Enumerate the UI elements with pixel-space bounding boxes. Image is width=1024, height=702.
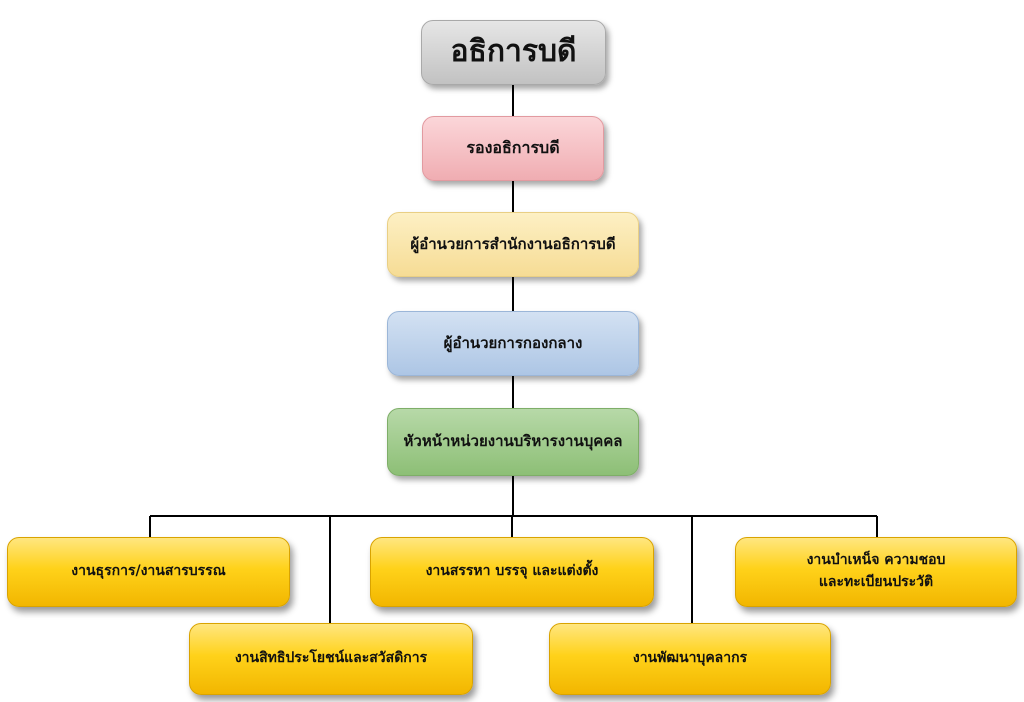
org-unit-general-admin: งานธุรการ/งานสารบรรณ bbox=[7, 537, 290, 607]
org-box-label: งานพัฒนาบุคลากร bbox=[632, 650, 748, 667]
org-unit-benefits-welfare: งานสิทธิประโยชน์และสวัสดิการ bbox=[189, 623, 473, 695]
org-box-label: อธิการบดี bbox=[450, 34, 577, 70]
org-box-hr-head: หัวหน้าหน่วยงานบริหารงานบุคคล bbox=[387, 408, 639, 476]
org-box-central-division-director: ผู้อำนวยการกองกลาง bbox=[387, 311, 639, 376]
org-box-label: ผู้อำนวยการกองกลาง bbox=[443, 333, 583, 352]
org-unit-rewards-records: งานบำเหน็จ ความชอบ และทะเบียนประวัติ bbox=[735, 537, 1017, 607]
org-box-label: งานบำเหน็จ ความชอบ และทะเบียนประวัติ bbox=[806, 552, 946, 590]
org-box-label: หัวหน้าหน่วยงานบริหารงานบุคคล bbox=[403, 432, 623, 451]
org-unit-recruitment: งานสรรหา บรรจุ และแต่งตั้ง bbox=[370, 537, 654, 607]
org-box-label: งานสรรหา บรรจุ และแต่งตั้ง bbox=[425, 563, 599, 580]
org-box-office-director: ผู้อำนวยการสำนักงานอธิการบดี bbox=[387, 212, 639, 277]
org-box-label: งานธุรการ/งานสารบรรณ bbox=[71, 563, 226, 580]
org-box-label: งานสิทธิประโยชน์และสวัสดิการ bbox=[234, 650, 428, 667]
org-box-president: อธิการบดี bbox=[421, 20, 606, 85]
org-box-label: รองอธิการบดี bbox=[466, 138, 560, 158]
org-box-label: ผู้อำนวยการสำนักงานอธิการบดี bbox=[410, 234, 616, 253]
org-unit-personnel-development: งานพัฒนาบุคลากร bbox=[549, 623, 831, 695]
org-box-vice-president: รองอธิการบดี bbox=[422, 116, 604, 181]
